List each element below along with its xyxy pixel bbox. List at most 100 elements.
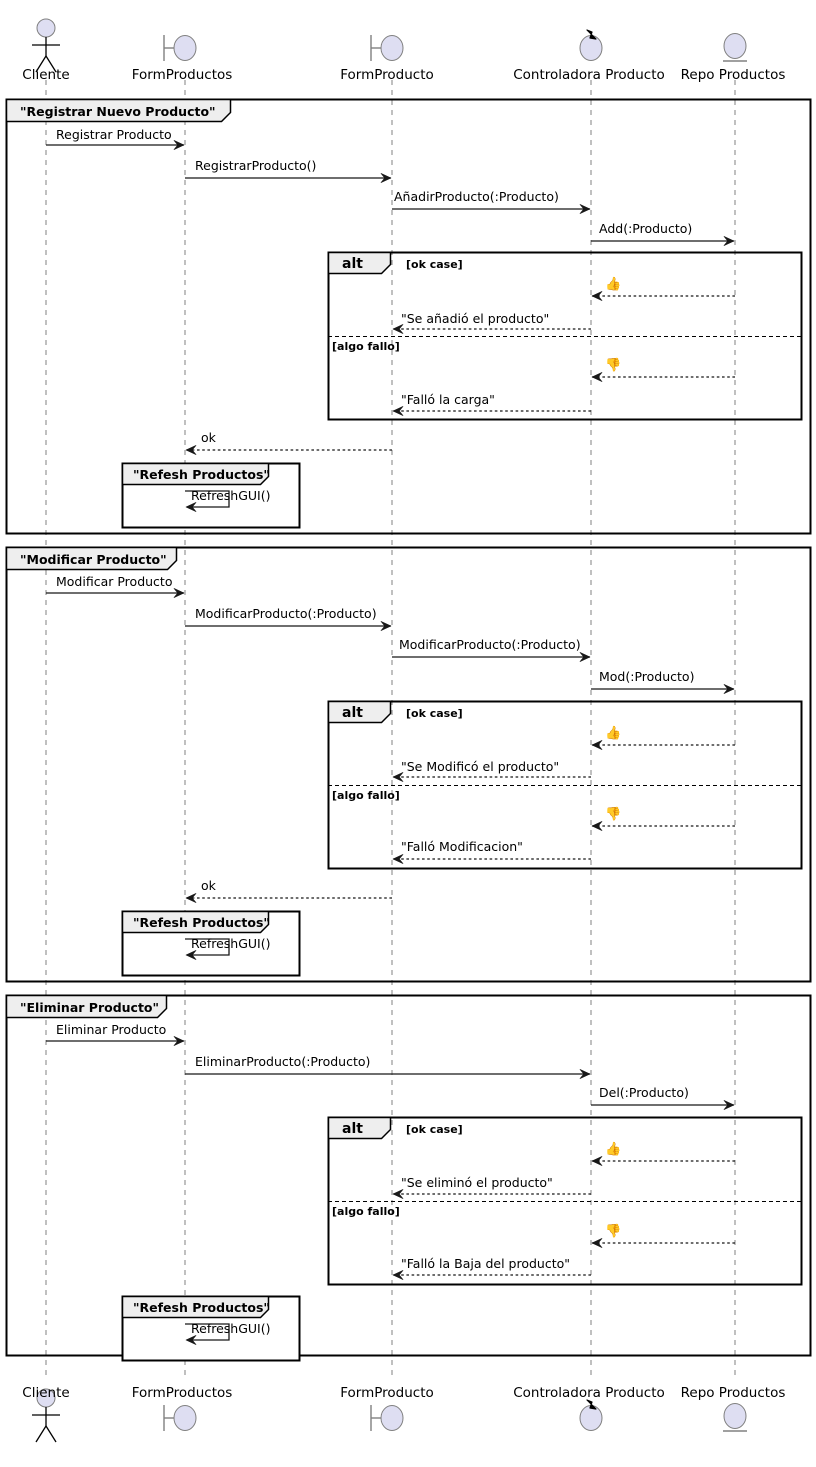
m21-arrowhead — [173, 1036, 185, 1046]
frag-eliminar-border — [5, 994, 812, 1357]
m2-label: RegistrarProducto() — [195, 158, 317, 173]
actor-stickman-icon-top — [32, 18, 60, 73]
m11-label: Modificar Producto — [56, 574, 173, 589]
m16-label: "Se Modificó el producto" — [401, 759, 560, 774]
m18-label: "Falló Modificacion" — [401, 839, 523, 854]
m28-label: RefreshGUI() — [191, 1321, 271, 1336]
m27-arrowhead — [392, 1270, 404, 1280]
m22-arrowhead — [579, 1069, 591, 1079]
boundary-icon-top — [370, 35, 404, 61]
m16-arrowhead — [392, 772, 404, 782]
m6-label: "Se añadió el producto" — [401, 311, 550, 326]
refesh-2-label: "Refesh Productos" — [133, 915, 270, 930]
m4-label: Add(:Producto) — [599, 221, 693, 236]
alt-1-guard-0: [ok case] — [406, 258, 463, 271]
m26-label: 👎 — [605, 1224, 622, 1239]
participant-label-bottom-cliente: Cliente — [22, 1385, 70, 1401]
control-icon-top — [579, 29, 603, 61]
m28-self-line — [185, 1323, 230, 1341]
m15-arrowhead — [591, 740, 603, 750]
boundary-icon-top — [163, 35, 197, 61]
alt-2-operator-label: alt — [342, 705, 363, 721]
m3-arrowhead — [579, 204, 591, 214]
participant-label-cliente: Cliente — [22, 67, 70, 83]
m8-arrowhead — [392, 406, 404, 416]
frag-modificar-border — [5, 546, 812, 983]
alt-3-guard-1: [algo fallo] — [332, 1205, 400, 1218]
m2-arrowhead — [380, 173, 392, 183]
m10-label: RefreshGUI() — [191, 488, 271, 503]
alt-3-operator-label: alt — [342, 1121, 363, 1137]
m13-label: ModificarProducto(:Producto) — [399, 637, 581, 652]
m24-label: 👍 — [605, 1142, 622, 1157]
m5-label: 👍 — [605, 277, 622, 292]
alt-2-guard-0: [ok case] — [406, 707, 463, 720]
refesh-1-header-tab — [121, 462, 270, 486]
m14-arrowhead — [723, 684, 735, 694]
m22-label: EliminarProducto(:Producto) — [195, 1054, 371, 1069]
m23-label: Del(:Producto) — [599, 1085, 689, 1100]
alt-3-guard-0: [ok case] — [406, 1123, 463, 1136]
refesh-3-header-tab — [121, 1295, 270, 1319]
frag-eliminar-header-tab — [5, 994, 168, 1019]
participant-label-controladora: Controladora Producto — [513, 67, 665, 83]
m9-arrowhead — [185, 445, 197, 455]
m13-arrowhead — [579, 652, 591, 662]
m18-arrowhead — [392, 854, 404, 864]
frag-registrar-border — [5, 98, 812, 535]
m9-label: ok — [201, 430, 216, 445]
m20-label: RefreshGUI() — [191, 936, 271, 951]
alt-1-operator-tab — [327, 251, 392, 275]
boundary-icon-bottom — [370, 1405, 404, 1431]
m17-label: 👎 — [605, 807, 622, 822]
refesh-3-label: "Refesh Productos" — [133, 1300, 270, 1315]
m5-arrowhead — [591, 291, 603, 301]
participant-label-bottom-controladora: Controladora Producto — [513, 1385, 665, 1401]
m26-arrowhead — [591, 1238, 603, 1248]
m19-label: ok — [201, 878, 216, 893]
frag-registrar-header-tab — [5, 98, 232, 123]
boundary-icon-bottom — [163, 1405, 197, 1431]
alt-1-operator-label: alt — [342, 256, 363, 272]
refesh-1-label: "Refesh Productos" — [133, 467, 270, 482]
actor-stickman-icon-bottom — [32, 1388, 60, 1443]
frag-modificar-label: "Modificar Producto" — [20, 552, 167, 567]
participant-label-formproductos: FormProductos — [131, 67, 233, 83]
m3-label: AñadirProducto(:Producto) — [394, 189, 559, 204]
entity-icon-top — [723, 33, 747, 62]
m25-label: "Se eliminó el producto" — [401, 1175, 553, 1190]
m21-label: Eliminar Producto — [56, 1022, 167, 1037]
m28-arrowhead — [185, 1335, 197, 1345]
m1-label: Registrar Producto — [56, 127, 172, 142]
participant-label-bottom-formproducto: FormProducto — [340, 1385, 434, 1401]
m24-arrowhead — [591, 1156, 603, 1166]
m19-arrowhead — [185, 893, 197, 903]
m7-label: 👎 — [605, 358, 622, 373]
m10-arrowhead — [185, 502, 197, 512]
frag-modificar-header-tab — [5, 546, 178, 571]
participant-label-bottom-formproductos: FormProductos — [131, 1385, 233, 1401]
m17-arrowhead — [591, 821, 603, 831]
alt-2-operator-tab — [327, 700, 392, 724]
m14-label: Mod(:Producto) — [599, 669, 695, 684]
m20-arrowhead — [185, 950, 197, 960]
refesh-2-header-tab — [121, 910, 270, 934]
m6-arrowhead — [392, 324, 404, 334]
m27-label: "Falló la Baja del producto" — [401, 1256, 571, 1271]
m7-arrowhead — [591, 372, 603, 382]
m25-arrowhead — [392, 1189, 404, 1199]
m23-arrowhead — [723, 1100, 735, 1110]
m1-arrowhead — [173, 140, 185, 150]
participant-label-bottom-repo: Repo Productos — [680, 1385, 786, 1401]
m10-self-line — [185, 490, 230, 508]
entity-icon-bottom — [723, 1403, 747, 1432]
m15-label: 👍 — [605, 726, 622, 741]
alt-2-guard-1: [algo fallo] — [332, 789, 400, 802]
frag-eliminar-label: "Eliminar Producto" — [20, 1000, 160, 1015]
participant-label-formproducto: FormProducto — [340, 67, 434, 83]
m11-arrowhead — [173, 588, 185, 598]
frag-registrar-label: "Registrar Nuevo Producto" — [20, 104, 216, 119]
m4-arrowhead — [723, 236, 735, 246]
